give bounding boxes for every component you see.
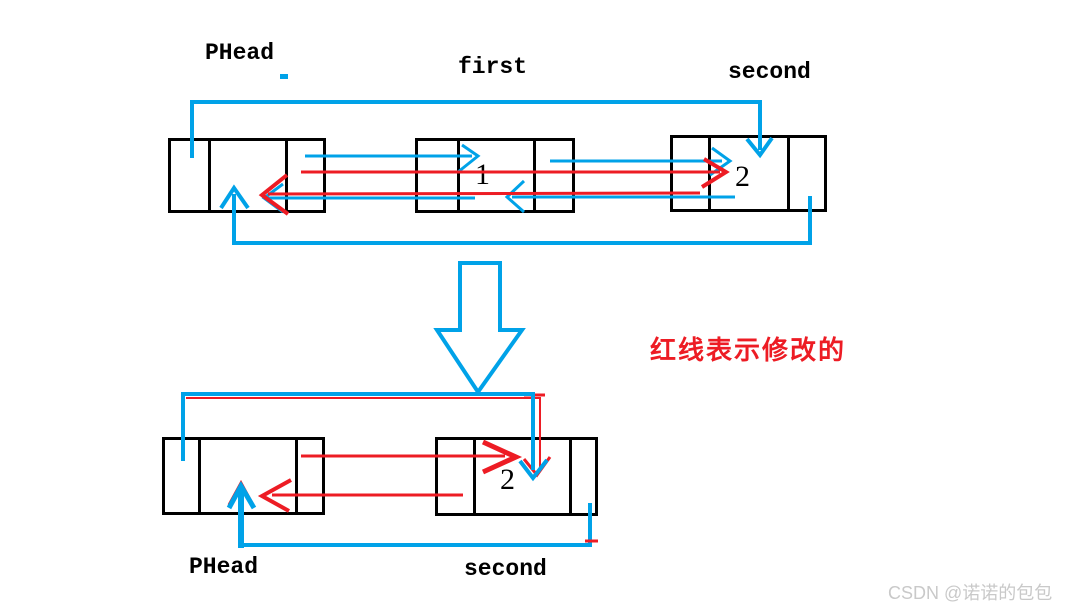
- next-cell-divider: [533, 141, 536, 210]
- prev-cell-divider: [457, 141, 460, 210]
- bottom-second-node: [435, 437, 598, 516]
- top-second-label: second: [728, 59, 811, 85]
- next-cell-divider: [285, 141, 288, 210]
- bottom-second-label: second: [464, 556, 547, 582]
- top-second-node-value: 2: [735, 160, 750, 193]
- prev-cell-divider: [708, 138, 711, 209]
- red-note-text: 红线表示修改的: [650, 335, 847, 365]
- top-first-node-value: 1: [475, 158, 490, 191]
- next-cell-divider: [295, 440, 298, 512]
- bottom-phead-label: PHead: [189, 554, 259, 580]
- bottom-phead-node: [162, 437, 325, 515]
- prev-cell-divider: [208, 141, 211, 210]
- top-phead-node: [168, 138, 326, 213]
- top-first-label: first: [458, 54, 528, 80]
- bottom-second-node-value: 2: [500, 463, 515, 496]
- top-first-node: [415, 138, 575, 213]
- csdn-watermark: CSDN @诺诺的包包: [888, 583, 1053, 603]
- next-cell-divider: [569, 440, 572, 513]
- prev-cell-divider: [473, 440, 476, 513]
- prev-cell-divider: [198, 440, 201, 512]
- transform-down-arrow: [433, 261, 526, 396]
- blue-dash-mark: [280, 74, 288, 79]
- next-cell-divider: [787, 138, 790, 209]
- top-phead-label: PHead: [205, 40, 275, 66]
